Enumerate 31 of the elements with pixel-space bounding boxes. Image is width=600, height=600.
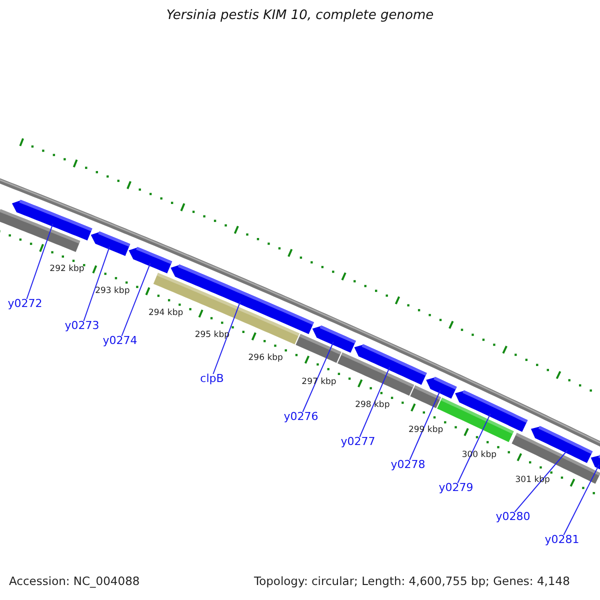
scale-label: 294 kbp (148, 308, 184, 319)
gene-label: y0276 (284, 411, 318, 424)
leader-line (83, 246, 110, 322)
gene-feature (590, 454, 600, 470)
gene-feature (128, 246, 172, 274)
gene-label: y0273 (64, 320, 100, 333)
leader-line (563, 464, 600, 536)
leader-line (514, 450, 568, 512)
gene-label: y0278 (390, 459, 426, 472)
gene-label: y0281 (544, 534, 580, 547)
gene-label: y0274 (102, 335, 138, 348)
leader-line (212, 300, 241, 374)
scale-label: 292 kbp (50, 265, 84, 276)
leader-line (409, 390, 441, 460)
scale-label: 296 kbp (248, 354, 283, 364)
footer-note: Accession: NC_004088 (9, 575, 140, 588)
leader-line (457, 413, 491, 484)
leader-line (121, 262, 151, 336)
leader-line (302, 341, 334, 412)
scale-label: 293 kbp (95, 286, 130, 297)
scale-label: 298 kbp (355, 401, 390, 412)
leader-line (359, 366, 390, 438)
gene-label: y0279 (438, 482, 474, 495)
gene-label: y0272 (8, 298, 42, 311)
footer-note: Topology: circular; Length: 4,600,755 bp; Genes: 4,148 (254, 575, 570, 588)
leader-line (26, 223, 54, 300)
gene-label: y0277 (340, 436, 376, 449)
title: Yersinia pestis KIM 10, complete genome (165, 9, 435, 24)
gene-label: y0280 (496, 511, 530, 524)
gene-feature (90, 231, 130, 256)
gene-label: clpB (200, 373, 224, 386)
